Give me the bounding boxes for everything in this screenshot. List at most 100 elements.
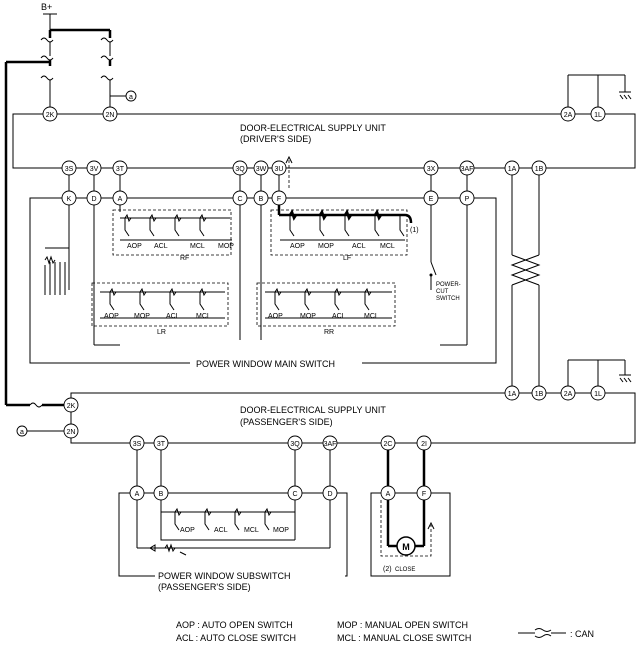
- terminal-1B-driver: 1B: [531, 160, 547, 176]
- terminal-3U-driver: 3U: [271, 160, 287, 176]
- resistor-ladder-icon: [44, 247, 69, 295]
- svg-text:D: D: [91, 196, 96, 203]
- variable-resistor-icon: [164, 543, 187, 556]
- can-legend-icon: [518, 628, 566, 638]
- lf-group-label: LF: [343, 255, 351, 262]
- terminal-3Q-driver: 3Q: [232, 160, 248, 176]
- lf-acl-label: ACL: [352, 243, 366, 250]
- terminal-1A-passenger: 1A: [504, 385, 520, 401]
- legend-can: : CAN: [570, 629, 594, 639]
- svg-text:3S: 3S: [133, 441, 142, 448]
- svg-text:E: E: [429, 196, 434, 203]
- driver-unit-subtitle: (DRIVER'S SIDE): [240, 134, 311, 144]
- rf-mcl-label: MCL: [190, 243, 205, 250]
- legend-acl: ACL : AUTO CLOSE SWITCH: [176, 633, 296, 643]
- arrow-up-icon: [427, 521, 435, 530]
- ground-icon: [567, 359, 632, 387]
- lr-group-box: [91, 282, 229, 327]
- svg-text:P: P: [465, 196, 470, 203]
- terminal-3Q-passenger: 3Q: [287, 435, 303, 451]
- rr-mcl-label: MCL: [364, 313, 379, 320]
- lf-mcl-label: MCL: [380, 243, 395, 250]
- svg-text:2N: 2N: [67, 429, 76, 436]
- terminal-2N-passenger: 2N: [63, 423, 79, 439]
- svg-text:2I: 2I: [421, 441, 427, 448]
- legend-mop: MOP : MANUAL OPEN SWITCH: [337, 620, 468, 630]
- driver-supply-unit-box: [12, 113, 636, 169]
- terminal-2C-passenger: 2C: [380, 435, 396, 451]
- rf-group-label: RF: [180, 255, 189, 262]
- svg-text:2K: 2K: [46, 112, 55, 119]
- svg-text:K: K: [67, 196, 72, 203]
- terminal-1L-driver: 1L: [590, 106, 606, 122]
- terminal-3AF-passenger: 3AF: [322, 435, 338, 451]
- annotation-close: CLOSE: [395, 567, 415, 573]
- sub-switch-label-1: POWER WINDOW SUBSWITCH: [158, 571, 291, 581]
- rf-group-box: [112, 209, 232, 256]
- terminal-2A-passenger: 2A: [560, 385, 576, 401]
- svg-text:3X: 3X: [427, 166, 436, 173]
- sub-mop-label: MOP: [273, 527, 289, 534]
- svg-text:3T: 3T: [157, 441, 166, 448]
- svg-text:3Q: 3Q: [235, 166, 245, 173]
- svg-text:F: F: [422, 491, 426, 498]
- motor-box: [370, 492, 451, 577]
- annotation-one: (1): [410, 227, 419, 234]
- svg-text:B: B: [159, 491, 164, 498]
- lr-mop-label: MOP: [134, 313, 150, 320]
- svg-text:2K: 2K: [67, 403, 76, 410]
- can-twisted-pair-icon: [510, 254, 541, 286]
- fuse-icon: [40, 37, 114, 81]
- rr-group-box: [256, 282, 396, 327]
- svg-text:A: A: [135, 491, 140, 498]
- terminal-2I-passenger: 2I: [416, 435, 432, 451]
- svg-text:A: A: [118, 196, 123, 203]
- svg-text:a: a: [129, 94, 133, 101]
- pin-P-main: P: [459, 190, 475, 206]
- rf-aop-label: AOP: [127, 243, 142, 250]
- pin-A-motor: A: [380, 485, 396, 501]
- power-label: B+: [41, 2, 52, 12]
- lf-group-box: [270, 209, 408, 256]
- pin-D-main: D: [86, 190, 102, 206]
- svg-text:2A: 2A: [564, 112, 573, 119]
- svg-text:1L: 1L: [594, 112, 602, 119]
- terminal-1B-passenger: 1B: [531, 385, 547, 401]
- svg-text:1B: 1B: [535, 391, 544, 398]
- svg-text:1L: 1L: [594, 391, 602, 398]
- svg-text:F: F: [277, 196, 281, 203]
- terminal-3V-driver: 3V: [86, 160, 102, 176]
- lf-mop-label: MOP: [318, 243, 334, 250]
- diode-icon: [149, 544, 156, 552]
- annotation-two: (2): [383, 566, 392, 573]
- pin-A-sub: A: [129, 485, 145, 501]
- pin-C-sub: C: [287, 485, 303, 501]
- pin-F-motor: F: [416, 485, 432, 501]
- power-cut-label-2: CUT: [436, 289, 449, 295]
- pin-A-main: A: [112, 190, 128, 206]
- terminal-2K-passenger: 2K: [63, 397, 79, 413]
- svg-text:M: M: [402, 542, 410, 552]
- terminal-2K-driver: 2K: [42, 106, 58, 122]
- junction-a-top: a: [125, 90, 137, 102]
- lr-aop-label: AOP: [104, 313, 119, 320]
- svg-text:B: B: [259, 196, 264, 203]
- svg-text:C: C: [292, 491, 297, 498]
- rr-group-label: RR: [324, 329, 334, 336]
- pin-D-sub: D: [322, 485, 338, 501]
- svg-text:a: a: [20, 429, 24, 436]
- passenger-unit-title: DOOR-ELECTRICAL SUPPLY UNIT: [240, 405, 386, 415]
- terminal-3S-passenger: 3S: [129, 435, 145, 451]
- svg-text:1A: 1A: [508, 166, 517, 173]
- pin-B-main: B: [253, 190, 269, 206]
- sub-switch-label-2: (PASSENGER'S SIDE): [158, 582, 251, 592]
- lf-aop-label: AOP: [290, 243, 305, 250]
- svg-text:D: D: [327, 491, 332, 498]
- ground-icon: [567, 74, 632, 107]
- lr-acl-label: ACL: [166, 313, 180, 320]
- svg-text:3T: 3T: [116, 166, 125, 173]
- passenger-supply-unit-box: [70, 392, 636, 444]
- sub-mcl-label: MCL: [244, 527, 259, 534]
- legend-aop: AOP : AUTO OPEN SWITCH: [176, 620, 293, 630]
